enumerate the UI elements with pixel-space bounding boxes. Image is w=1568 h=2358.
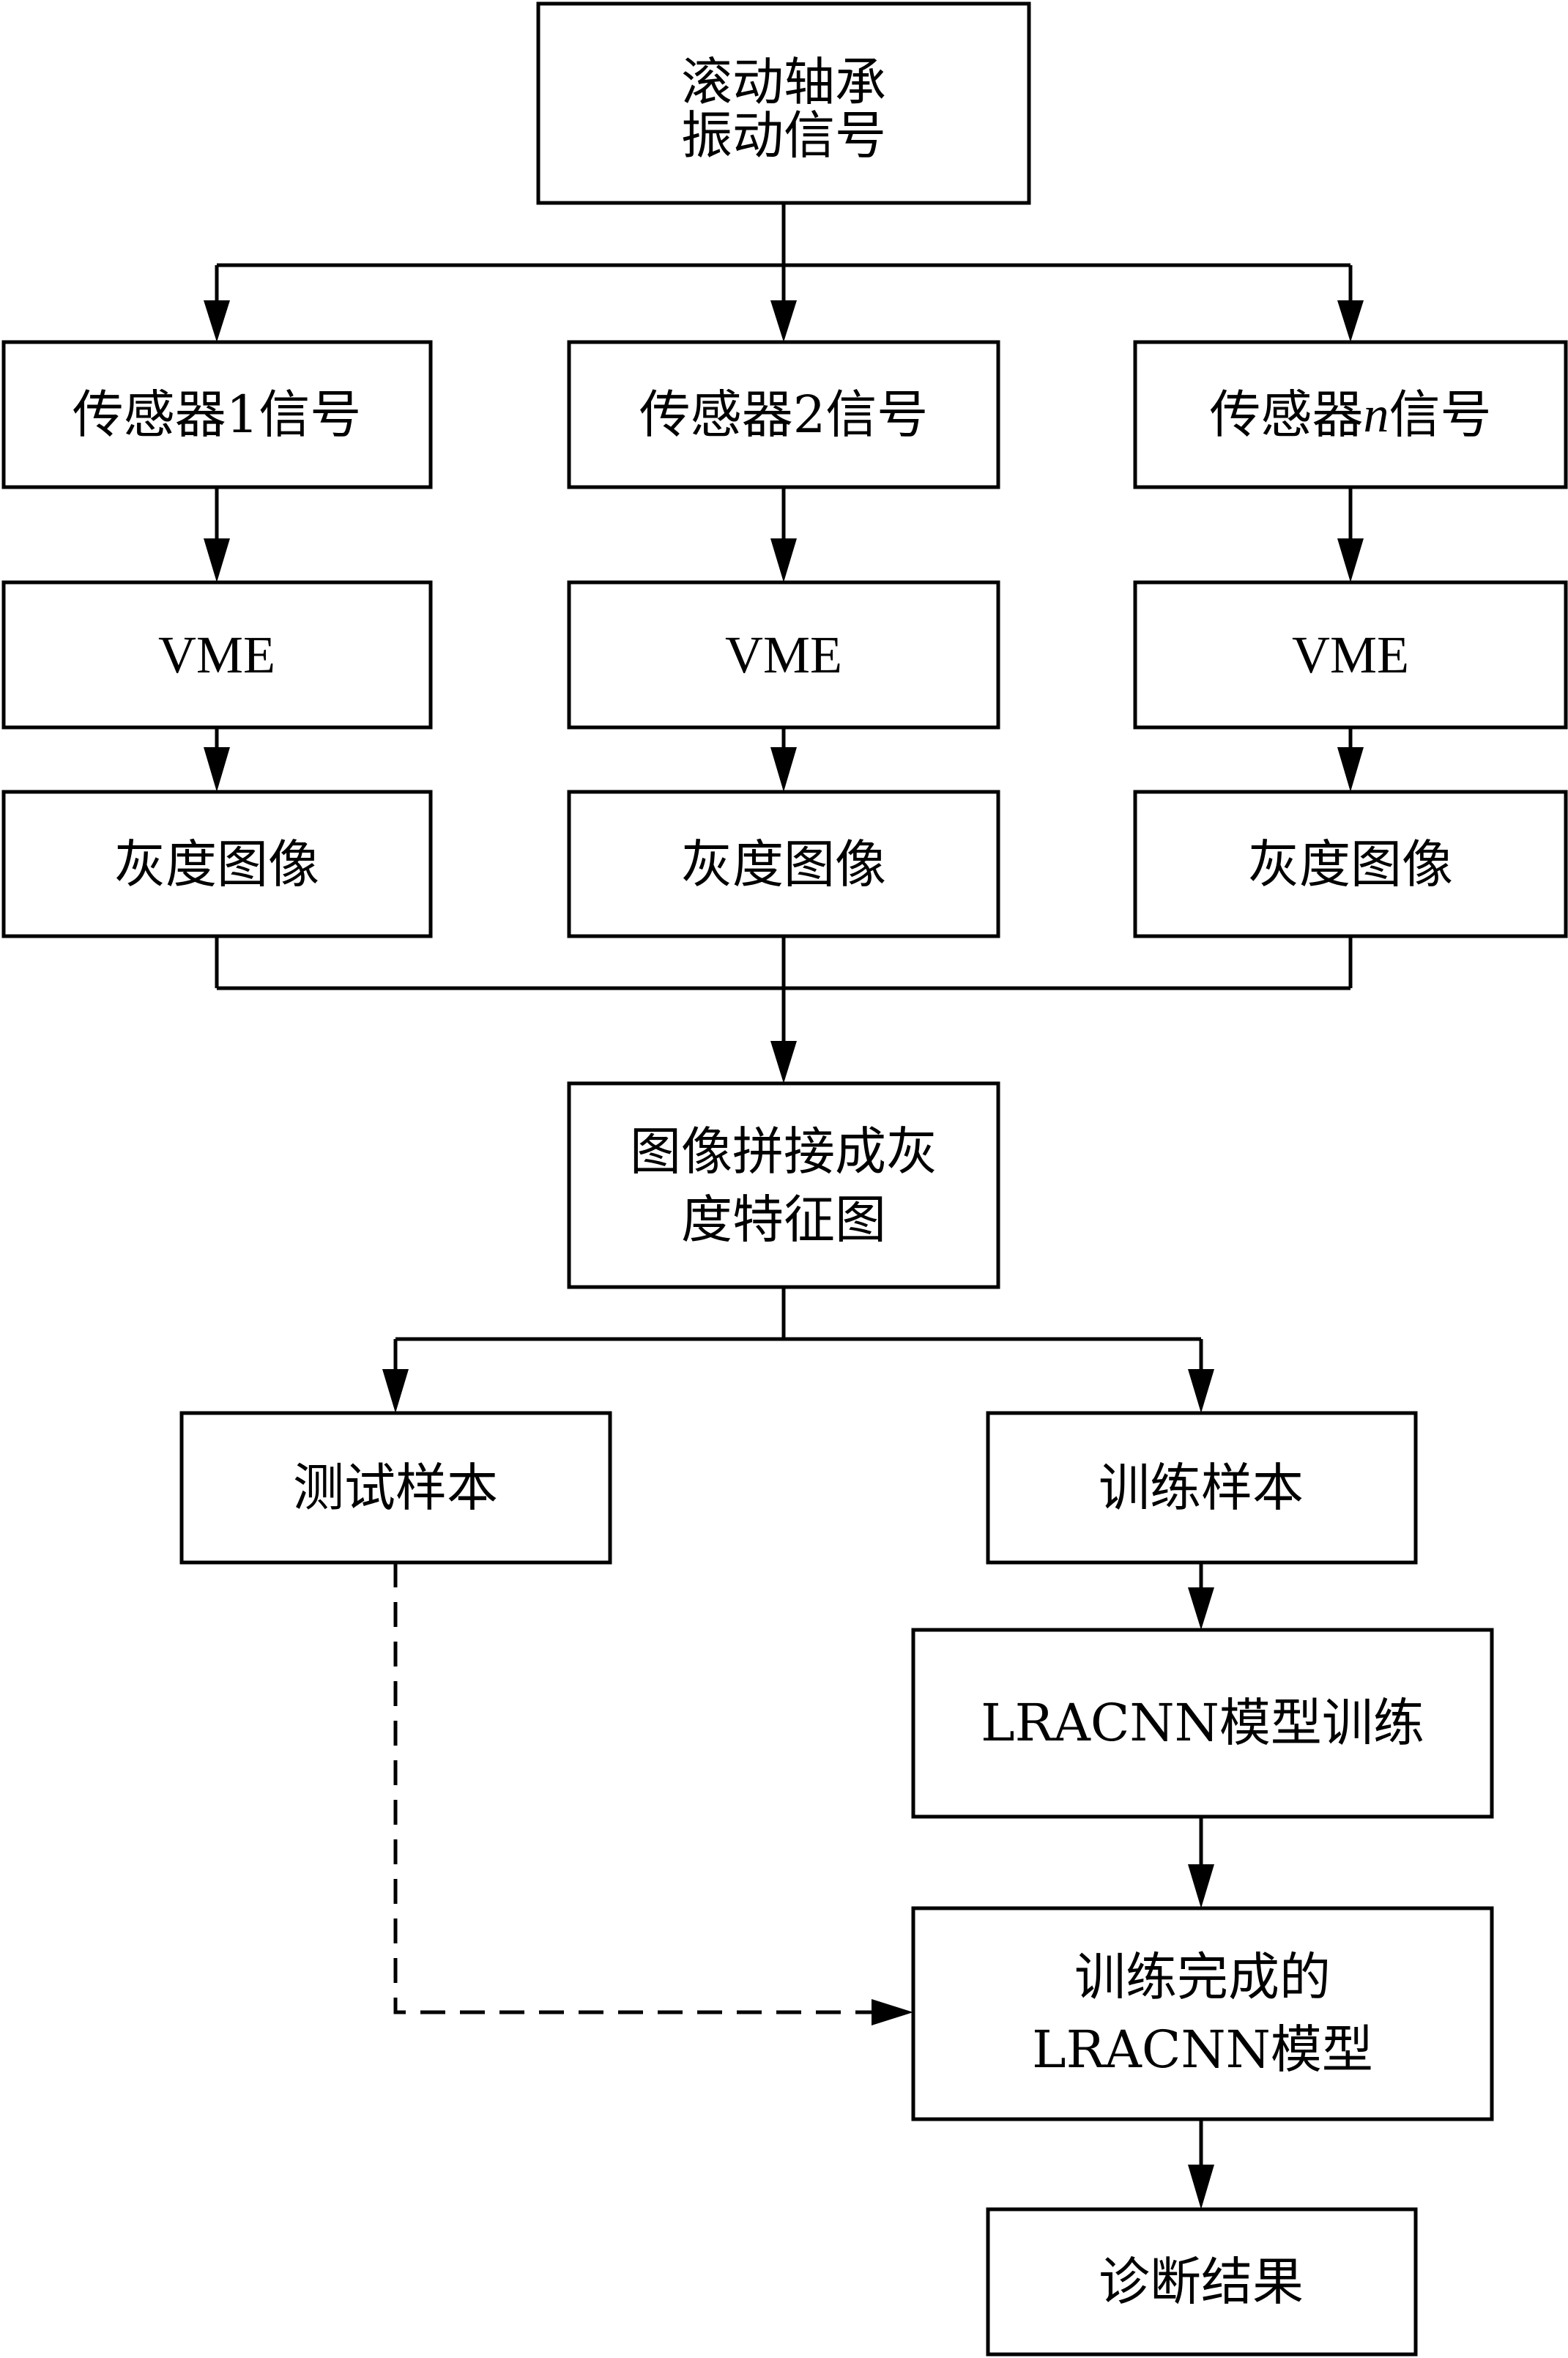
arrowhead-trained: [1188, 1864, 1214, 1908]
trained-model-label-line2: LRACNN模型: [1032, 2020, 1373, 2080]
sensorN-box: 传感器n信号: [1133, 340, 1568, 489]
arrowhead-test: [382, 1369, 409, 1413]
sensor2-label: 传感器2信号: [639, 385, 929, 445]
arrowhead-sensorN: [1337, 300, 1364, 342]
sensor1-label: 传感器1信号: [73, 385, 362, 445]
vme1-box: VME: [1, 580, 433, 730]
arrowhead-modeltrain: [1188, 1587, 1214, 1630]
grayN-box: 灰度图像: [1133, 790, 1568, 938]
sensorN-variable: n: [1364, 387, 1389, 443]
train-sample-box: 训练样本: [986, 1411, 1418, 1565]
diagnosis-result-box: 诊断结果: [986, 2207, 1418, 2357]
vmeN-label: VME: [1292, 626, 1409, 684]
stitch-box: 图像拼接成灰 度特征图: [567, 1081, 1000, 1289]
gray2-label: 灰度图像: [681, 834, 886, 894]
model-training-label: LRACNN模型训练: [981, 1693, 1424, 1753]
sensorN-prefix: 传感器: [1210, 385, 1364, 445]
arrowhead-vme2: [770, 538, 797, 582]
test-sample-label: 测试样本: [293, 1458, 498, 1518]
vme2-label: VME: [725, 626, 842, 684]
gray1-box: 灰度图像: [1, 790, 433, 938]
test-sample-box: 测试样本: [179, 1411, 612, 1565]
sensorN-label: 传感器n信号: [1210, 385, 1492, 445]
vmeN-box: VME: [1133, 580, 1568, 730]
trained-model-box: 训练完成的 LRACNN模型: [911, 1906, 1494, 2121]
sensor1-box: 传感器1信号: [1, 340, 433, 489]
source-label-line1: 滚动轴承: [681, 52, 886, 112]
train-sample-label: 训练样本: [1099, 1458, 1304, 1518]
source-label-line2: 振动信号: [681, 105, 886, 166]
arrowhead-result: [1188, 2165, 1214, 2209]
arrowhead-grayN: [1337, 747, 1364, 792]
arrowhead-stitch: [770, 1041, 797, 1083]
arrowhead-vmeN: [1337, 538, 1364, 582]
stitch-label-line1: 图像拼接成灰: [630, 1121, 937, 1182]
gray2-box: 灰度图像: [567, 790, 1000, 938]
vme2-box: VME: [567, 580, 1000, 730]
connector-test-trained-dashed: [393, 1562, 872, 2014]
arrowhead-train: [1188, 1369, 1214, 1413]
model-training-box: LRACNN模型训练: [911, 1628, 1494, 1819]
trained-model-label-line1: 训练完成的: [1074, 1947, 1331, 2007]
sensorN-suffix: 信号: [1389, 385, 1492, 445]
arrowhead-sensor1: [204, 300, 230, 342]
connectors: [215, 203, 1353, 2165]
stitch-label-line2: 度特征图: [681, 1190, 886, 1250]
arrowhead-vme1: [204, 538, 230, 582]
arrowhead-gray1: [204, 747, 230, 792]
arrowhead-gray2: [770, 747, 797, 792]
arrowheads: [204, 300, 1364, 2209]
sensor2-box: 传感器2信号: [567, 340, 1000, 489]
arrowhead-sensor2: [770, 300, 797, 342]
vme1-label: VME: [158, 626, 275, 684]
gray1-label: 灰度图像: [114, 834, 319, 894]
source-box: 滚动轴承 振动信号: [536, 1, 1031, 205]
grayN-label: 灰度图像: [1248, 834, 1453, 894]
arrowhead-dashed-trained: [872, 1999, 913, 2025]
diagnosis-result-label: 诊断结果: [1099, 2252, 1304, 2312]
